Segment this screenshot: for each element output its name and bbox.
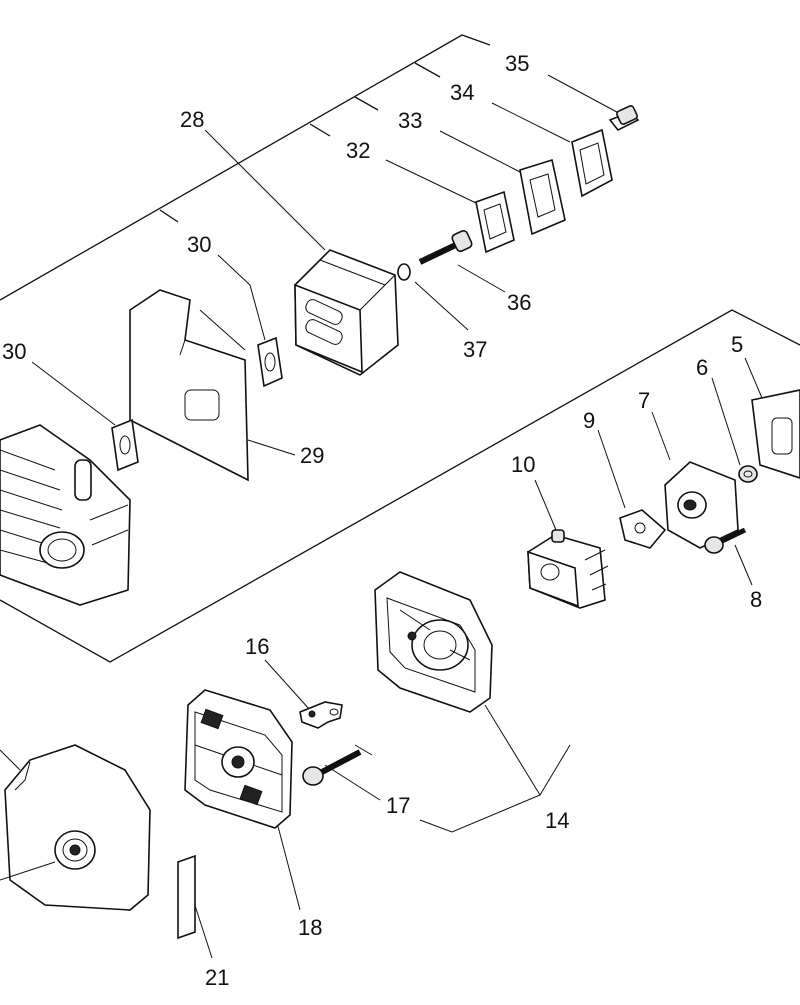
- lower-group-bracket: [0, 309, 800, 663]
- upper-group-bracket: [0, 34, 491, 301]
- bracket-16: [299, 701, 343, 729]
- callout-10: 10: [511, 452, 535, 477]
- callout-leaders: [31, 74, 763, 959]
- callout-6: 6: [696, 355, 708, 380]
- plate-33: [519, 158, 566, 236]
- gasket-32: [475, 190, 515, 254]
- bolt-17: [302, 744, 373, 786]
- callout-37: 37: [463, 337, 487, 362]
- air-cleaner-case-14: [374, 571, 493, 713]
- bolt-36: [418, 229, 473, 265]
- air-cleaner-cover: [0, 744, 151, 911]
- gasket-9: [619, 509, 667, 549]
- bolt-8: [704, 527, 747, 554]
- callout-7: 7: [638, 388, 650, 413]
- callout-30-upper: 30: [187, 232, 211, 257]
- callout-34: 34: [450, 80, 474, 105]
- washer-37: [397, 263, 411, 281]
- callout-28: 28: [180, 107, 204, 132]
- callout-21: 21: [205, 965, 229, 990]
- gasket-5: [751, 389, 800, 479]
- screw-35: [608, 105, 640, 132]
- label-21: [177, 854, 196, 940]
- callout-30-lower: 30: [2, 339, 26, 364]
- plate-34: [571, 128, 613, 198]
- callout-33: 33: [398, 108, 422, 133]
- callout-29: 29: [300, 443, 324, 468]
- callout-9: 9: [583, 408, 595, 433]
- carburetor-10: [527, 529, 609, 609]
- gasket-30-lower: [111, 418, 139, 472]
- callout-14: 14: [545, 808, 569, 833]
- callout-5: 5: [731, 332, 743, 357]
- callout-16: 16: [245, 634, 269, 659]
- callout-labels: 35 34 33 32 28 30 30 36 37 29 5 6 7 9 10…: [2, 51, 762, 990]
- muffler-28: [294, 249, 399, 376]
- insulator-7: [664, 461, 739, 549]
- callout-32: 32: [346, 138, 370, 163]
- nut-6: [738, 465, 758, 483]
- cylinder: [0, 424, 131, 606]
- callout-35: 35: [505, 51, 529, 76]
- gasket-30-upper: [257, 336, 283, 388]
- callout-8: 8: [750, 587, 762, 612]
- callout-18: 18: [298, 915, 322, 940]
- air-element-18: [184, 689, 293, 829]
- callout-17: 17: [386, 793, 410, 818]
- callout-36: 36: [507, 290, 531, 315]
- heat-shield-29: [129, 289, 249, 482]
